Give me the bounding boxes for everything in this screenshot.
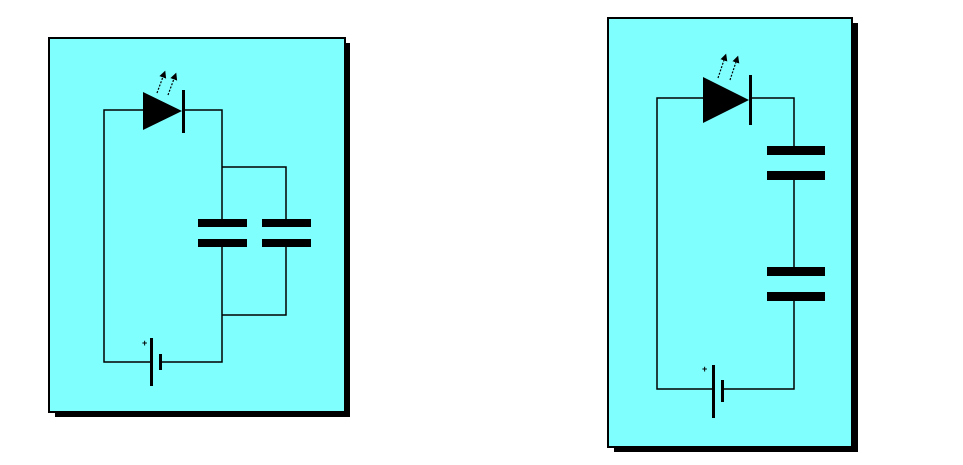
led-icon bbox=[703, 53, 752, 125]
led-icon bbox=[143, 70, 185, 133]
wires bbox=[656, 97, 795, 390]
capacitor-icon bbox=[198, 219, 247, 247]
panel-background bbox=[607, 17, 853, 448]
battery-plus-label: + bbox=[702, 364, 707, 374]
battery-icon: + bbox=[702, 364, 724, 418]
series-circuit-panel: + bbox=[607, 17, 858, 452]
capacitor-icon bbox=[262, 219, 311, 247]
capacitor-icon bbox=[767, 267, 825, 301]
wires bbox=[103, 109, 287, 363]
capacitor-icon bbox=[767, 146, 825, 180]
battery-icon: + bbox=[142, 338, 162, 386]
battery-plus-label: + bbox=[142, 338, 147, 348]
parallel-circuit-panel: + bbox=[48, 37, 350, 417]
